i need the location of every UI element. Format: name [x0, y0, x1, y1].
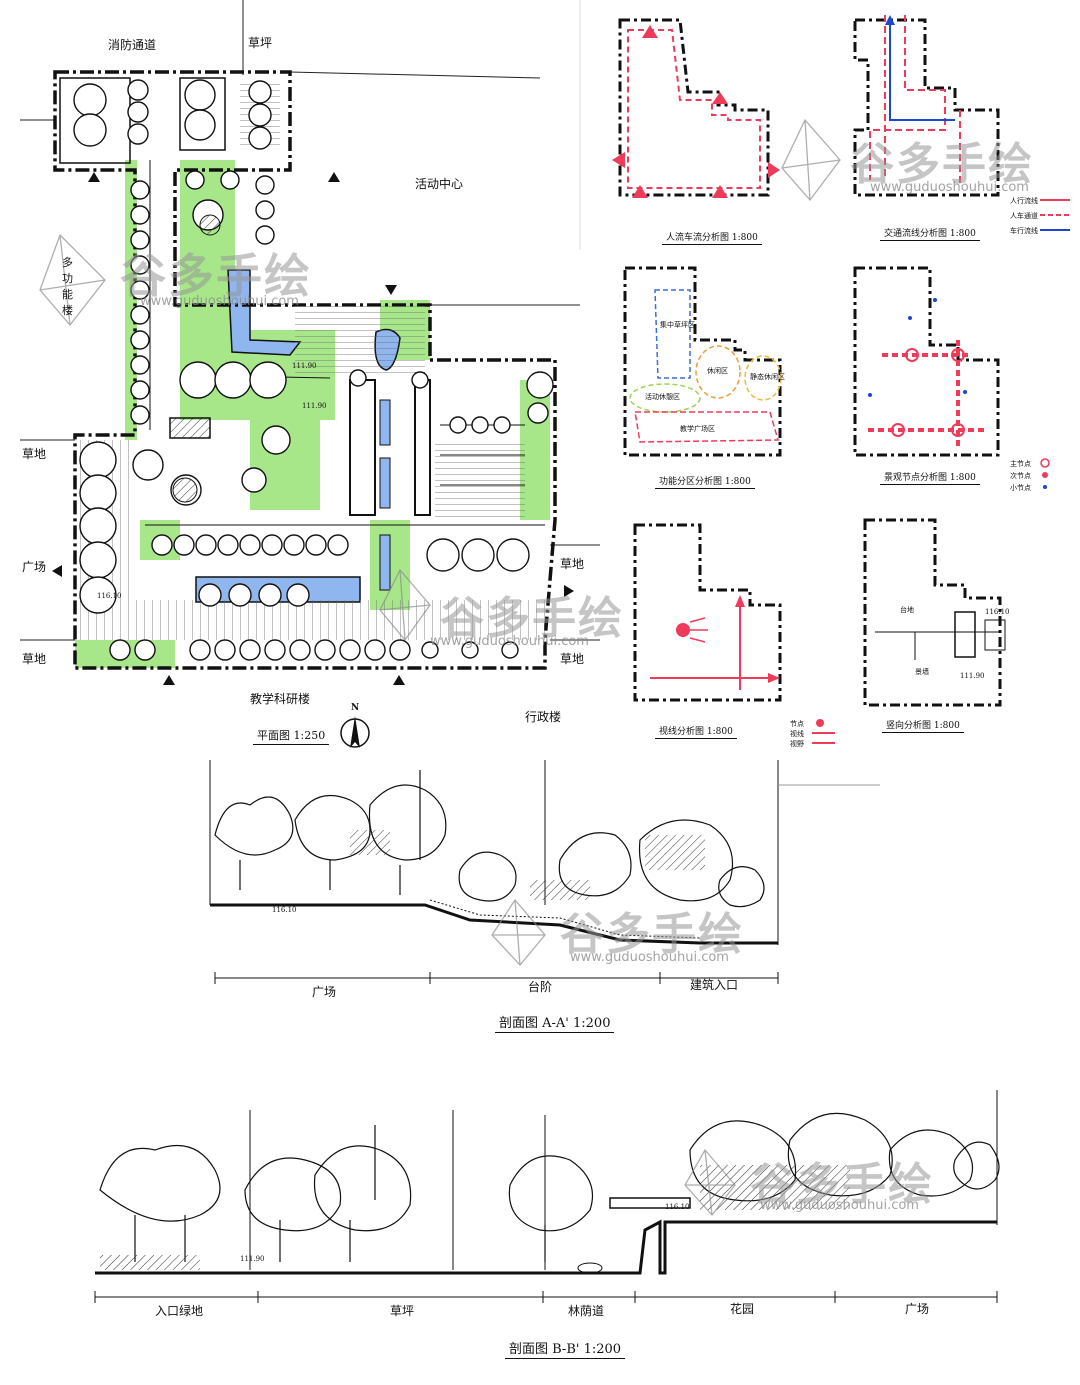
analysis-caption-4: 景观节点分析图 1:800 — [880, 470, 980, 485]
watermark-text-4: 谷多手绘 — [560, 909, 744, 960]
section-bb-elev-right: 116.10 — [665, 1203, 690, 1211]
label-lawn-top: 草坪 — [248, 36, 273, 50]
zone-activity: 活动休憩区 — [645, 393, 680, 401]
label-activity-center: 活动中心 — [415, 177, 464, 191]
vertical-landscape-wall: 景墙 — [915, 668, 929, 676]
watermark-url-1: www.guduoshouhui.com — [140, 294, 299, 309]
analysis-caption-3: 功能分区分析图 1:800 — [655, 474, 755, 489]
section-bb-dim-garden: 花园 — [730, 1302, 755, 1316]
watermark-url-5: www.guduoshouhui.com — [760, 1198, 919, 1213]
analysis-diagram-3 — [623, 266, 782, 457]
label-elev-3: 111.90 — [292, 362, 317, 370]
analysis-diagram-5 — [633, 523, 835, 744]
watermark-text-1: 谷多手绘 — [120, 249, 312, 303]
section-aa-dim-entrance: 建筑入口 — [690, 978, 739, 992]
section-bb-drawing — [94, 1090, 1000, 1303]
section-aa-elev: 116.10 — [272, 906, 297, 914]
legend-vehicle: 车行流线 — [1010, 227, 1038, 235]
legend-node: 节点 — [790, 720, 804, 728]
analysis-caption-1: 人流车流分析图 1:800 — [662, 230, 762, 245]
label-lawn-right-1: 草地 — [560, 557, 585, 571]
analysis-caption-2: 交通流线分析图 1:800 — [880, 226, 980, 241]
zone-central-lawn: 集中草坪区 — [660, 321, 695, 329]
label-elev-2: 116.10 — [97, 592, 122, 600]
label-lawn-left-2: 草地 — [22, 652, 47, 666]
analysis-diagram-2 — [853, 15, 1070, 231]
section-bb-dim-lawn: 草坪 — [390, 1304, 415, 1318]
legend-pedestrian: 人行流线 — [1010, 197, 1038, 205]
analysis-diagram-6 — [863, 518, 1006, 707]
label-multi-function-building: 多功能楼 — [62, 256, 73, 317]
label-lawn-right-2: 草地 — [560, 652, 585, 666]
zone-leisure: 休闲区 — [707, 367, 728, 375]
vertical-terrace: 台地 — [900, 606, 914, 614]
section-bb-dim-entry-green: 入口绿地 — [155, 1304, 204, 1318]
label-admin-building: 行政楼 — [525, 710, 562, 724]
watermark-url-3: www.guduoshouhui.com — [430, 634, 589, 649]
label-square-left: 广场 — [22, 560, 47, 574]
legend-small-node: 小节点 — [1010, 484, 1031, 492]
section-bb-dim-avenue: 林荫道 — [568, 1304, 605, 1318]
label-elev-1: 111.90 — [302, 402, 327, 410]
watermark-url-2: www.guduoshouhui.com — [870, 180, 1029, 195]
watermark-text-5: 谷多手绘 — [750, 1159, 934, 1210]
zone-teaching-square: 教学广场区 — [680, 425, 715, 433]
vertical-elev-high: 116.10 — [985, 608, 1010, 616]
plan-caption: 平面图 1:250 — [253, 727, 330, 745]
legend-sightline: 视线 — [790, 730, 804, 738]
watermark-url-4: www.guduoshouhui.com — [570, 950, 729, 965]
watermark-text-2: 谷多手绘 — [850, 139, 1034, 190]
section-bb-elev-left: 111.90 — [240, 1255, 265, 1263]
master-plan — [20, 0, 600, 748]
section-bb-caption: 剖面图 B-B' 1:200 — [505, 1338, 626, 1359]
analysis-diagram-1 — [612, 18, 780, 198]
zone-quiet: 静态休闲区 — [750, 373, 785, 381]
label-teaching-building: 教学科研楼 — [250, 692, 311, 706]
section-bb-dim-square: 广场 — [905, 1302, 930, 1316]
section-aa-dim-steps: 台阶 — [528, 980, 553, 994]
label-fire-lane: 消防通道 — [108, 38, 157, 52]
north-arrow-label: N — [351, 703, 360, 713]
legend-main-node: 主节点 — [1010, 460, 1031, 468]
analysis-diagram-4 — [853, 266, 1050, 489]
legend-secondary-node: 次节点 — [1010, 472, 1031, 480]
watermark-text-3: 谷多手绘 — [440, 593, 624, 644]
legend-view: 视野 — [790, 740, 804, 748]
section-aa-caption: 剖面图 A-A' 1:200 — [495, 1012, 615, 1033]
section-aa-drawing — [209, 760, 880, 984]
label-lawn-left-1: 草地 — [22, 447, 47, 461]
vertical-elev-low: 111.90 — [960, 672, 985, 680]
section-aa-dim-square: 广场 — [312, 985, 337, 999]
analysis-caption-5: 视线分析图 1:800 — [655, 724, 737, 739]
analysis-caption-6: 竖向分析图 1:800 — [882, 718, 964, 733]
legend-shared-lane: 人车通道 — [1010, 212, 1038, 220]
